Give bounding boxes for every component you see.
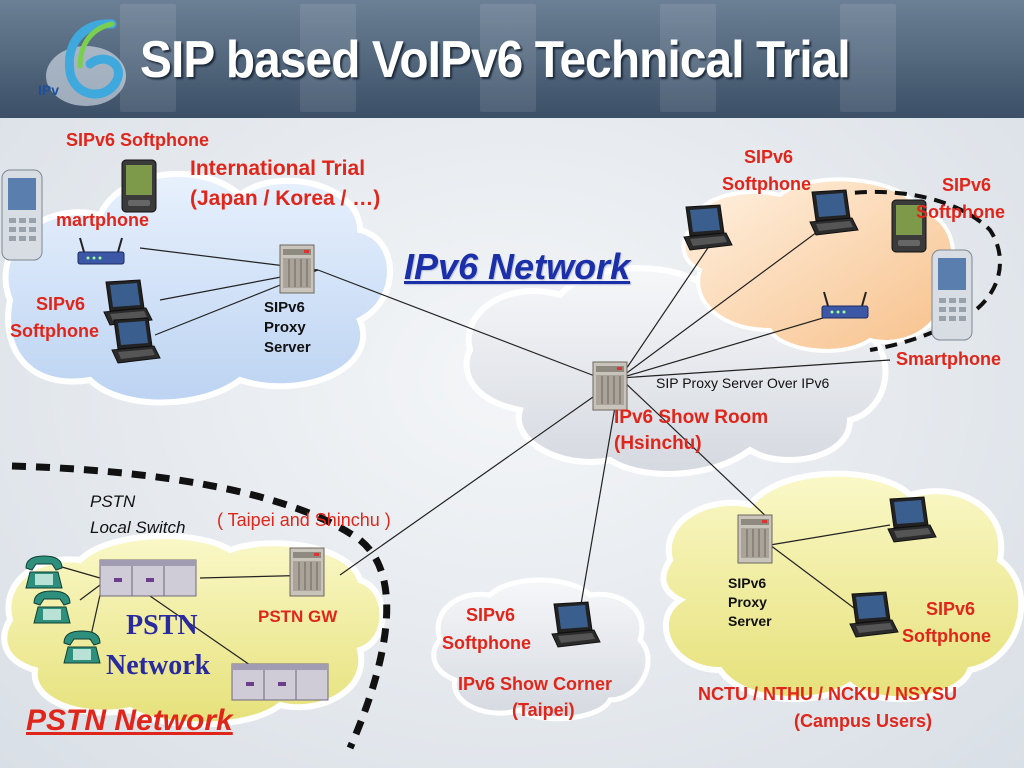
top-right-softphone-label-line1: SIPv6 [744, 147, 794, 167]
corner-softphone-label-line1: SIPv6 [466, 605, 516, 625]
proxy-label-line: Proxy [728, 594, 767, 610]
international-cloud [2, 171, 393, 406]
left-proxy-server-label: SIPv6 Proxy Server [264, 298, 311, 358]
left-softphone-label-line1: SIPv6 [36, 294, 86, 314]
pstn-dashed-boundary [11, 462, 391, 750]
show-corner-label: IPv6 Show Corner [458, 674, 613, 694]
left-smartphone-label: martphone [56, 210, 150, 230]
proxy-label-line: SIPv6 [728, 575, 767, 591]
logo-text: IPv [38, 82, 60, 98]
pstn-local-switch-label-line1: PSTN [90, 492, 136, 511]
campus-softphone-label-line1: SIPv6 [926, 599, 976, 619]
international-trial-label: International Trial [190, 157, 366, 180]
ipv6-network-label: IPv6 Network [404, 246, 631, 287]
top-left-softphone-label: SIPv6 Softphone [66, 130, 210, 150]
sip-proxy-over-ipv6-label: SIP Proxy Server Over IPv6 [656, 375, 830, 391]
left-softphone-label-line2: Softphone [10, 321, 99, 341]
taipei-shinchu-label: ( Taipei and Shinchu ) [217, 510, 391, 530]
smartphone-icon [931, 249, 973, 341]
telephone-icon [63, 630, 101, 664]
pstn-label: PSTN [126, 610, 198, 641]
pstn-gw-label: PSTN GW [258, 607, 338, 626]
smartphone-icon [1, 169, 43, 261]
hsinchu-label: (Hsinchu) [614, 433, 702, 454]
pstn-switch-icon [231, 663, 329, 701]
show-room-label: IPv6 Show Room [614, 407, 769, 428]
header-decoration [480, 4, 536, 112]
pda-icon [121, 159, 157, 213]
header-decoration [660, 4, 716, 112]
pstn-network-title: PSTN Network [26, 704, 233, 737]
pstn-local-switch-label-line2: Local Switch [90, 518, 186, 537]
top-right-softphone-label-line2: Softphone [722, 174, 811, 194]
telephone-icon [33, 590, 71, 624]
peach-dashed-boundary [834, 189, 1002, 352]
ipv6-logo-icon [46, 19, 126, 106]
right-smartphone-label: Smartphone [896, 349, 1002, 369]
proxy-label-line: SIPv6 [264, 299, 305, 316]
campus-proxy-server-label: SIPv6 Proxy Server [728, 574, 772, 631]
international-countries-label: (Japan / Korea / …) [190, 187, 381, 210]
header-decoration [120, 4, 176, 112]
far-right-softphone-label-line2: Softphone [916, 202, 1005, 222]
pstn-switch-icon [99, 559, 197, 597]
header-decoration [840, 4, 896, 112]
server-icon [737, 514, 773, 564]
server-icon [279, 244, 315, 294]
server-icon [592, 361, 628, 411]
slide-title: SIP based VoIPv6 Technical Trial [140, 31, 851, 89]
slide-header: IPv SIP based VoIPv6 Technical Trial [0, 0, 1024, 118]
network-label: Network [106, 650, 211, 681]
header-decoration [300, 4, 356, 112]
telephone-icon [25, 555, 63, 589]
proxy-label-line: Server [264, 339, 311, 356]
campus-cloud [660, 470, 1024, 703]
pstn-gateway-icon [289, 547, 325, 597]
campus-users-label: (Campus Users) [794, 711, 933, 731]
connection-lines [54, 214, 891, 666]
show-corner-cloud [431, 577, 651, 722]
campus-softphone-label-line2: Softphone [902, 626, 991, 646]
taipei-label: (Taipei) [512, 700, 575, 720]
campus-universities-label: NCTU / NTHU / NCKU / NSYSU [698, 684, 958, 704]
far-right-softphone-label-line1: SIPv6 [942, 175, 992, 195]
proxy-label-line: Proxy [264, 319, 306, 336]
corner-softphone-label-line2: Softphone [442, 633, 531, 653]
proxy-label-line: Server [728, 613, 772, 629]
